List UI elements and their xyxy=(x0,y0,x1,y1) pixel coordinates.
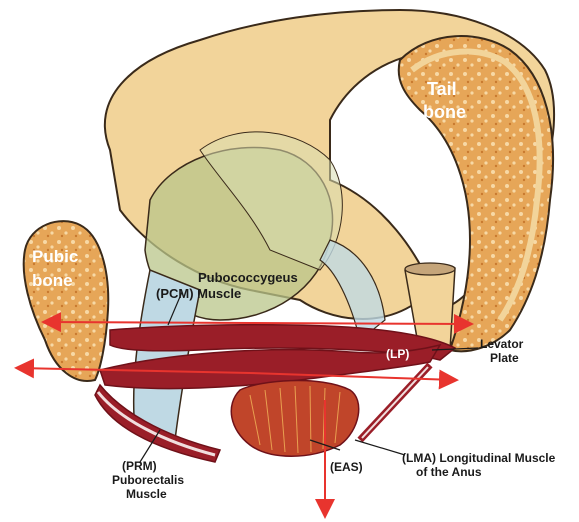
leader-lma xyxy=(355,440,405,455)
lma-label: (LMA) Longitudinal Muscle of the Anus xyxy=(402,451,559,479)
pubic-bone xyxy=(24,221,109,381)
levator-plate-label: Levator Plate xyxy=(480,337,527,365)
eas-label: (EAS) xyxy=(330,460,363,474)
lp-label: (LP) xyxy=(386,347,409,361)
arrow-top-right xyxy=(250,323,470,324)
prm-label: (PRM) Puborectalis Muscle xyxy=(112,459,187,501)
arrow-top-left xyxy=(45,322,250,323)
